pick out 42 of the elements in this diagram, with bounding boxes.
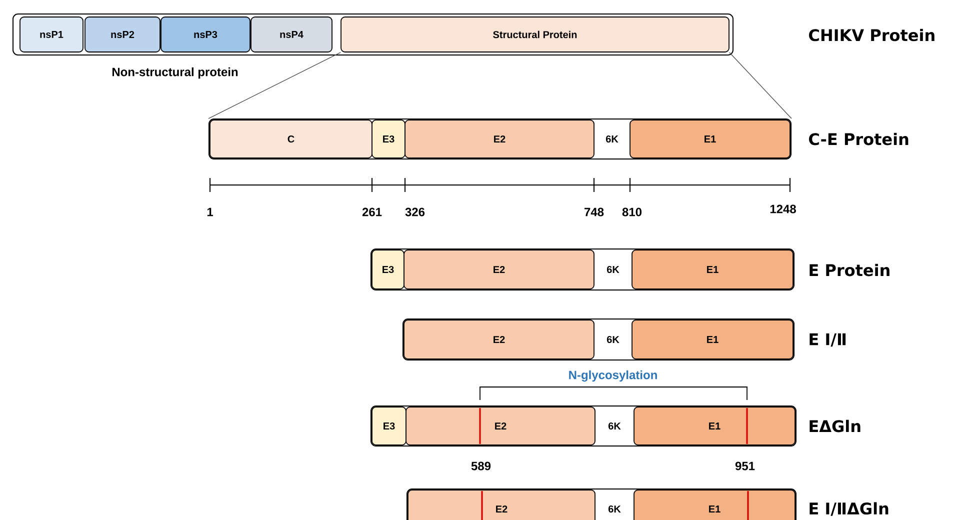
protein-segment: E3: [372, 120, 406, 158]
protein-segment: E3: [372, 406, 406, 446]
protein-segment: nsP2: [84, 16, 160, 52]
protein-segment: E2: [408, 490, 596, 520]
protein-segment: E1: [632, 320, 794, 360]
protein-segment: E1: [632, 250, 794, 290]
protein-segment: E2: [406, 406, 596, 446]
position-label: 261: [362, 208, 382, 216]
protein-segment: nsP3: [160, 16, 250, 52]
zoom-line: [729, 52, 792, 119]
annotation-label: N-glycosylation: [569, 370, 657, 382]
position-label: 951: [735, 462, 755, 470]
protein-segment: C: [210, 120, 372, 158]
protein-segment: E1: [634, 406, 796, 446]
protein-segment: E3: [372, 250, 404, 290]
position-label: 1: [207, 208, 213, 216]
position-label: 810: [622, 208, 642, 216]
segment-label: 6K: [606, 135, 618, 143]
protein-segment: nsP4: [250, 16, 332, 52]
row-title: C-E Protein: [809, 132, 908, 146]
protein-segment: E2: [404, 250, 594, 290]
protein-segment: Structural Protein: [340, 16, 730, 52]
zoom-line: [208, 52, 341, 119]
segment-label: 6K: [608, 422, 621, 430]
row-title: CHIKV Protein: [809, 28, 934, 42]
row-title: E Protein: [810, 264, 890, 276]
row-title: EΔGln: [810, 420, 860, 432]
segment-label: 6K: [606, 336, 620, 344]
protein-segment: E1: [630, 120, 790, 158]
protein-segment: E2: [404, 320, 594, 360]
row-title: E Ⅰ/Ⅱ: [810, 333, 846, 347]
segment-label: 6K: [608, 505, 621, 513]
segment-label: 6K: [606, 266, 620, 274]
protein-segment: nsP1: [20, 16, 84, 52]
position-label: 1248: [770, 204, 796, 214]
row-title: E Ⅰ/ⅡΔGln: [810, 502, 888, 516]
position-label: 748: [584, 208, 604, 216]
position-label: 589: [471, 462, 491, 470]
position-label: 326: [405, 208, 425, 216]
protein-group-label: Non-structural protein: [112, 67, 238, 79]
protein-segment: E2: [404, 120, 594, 158]
protein-segment: E1: [634, 490, 796, 520]
